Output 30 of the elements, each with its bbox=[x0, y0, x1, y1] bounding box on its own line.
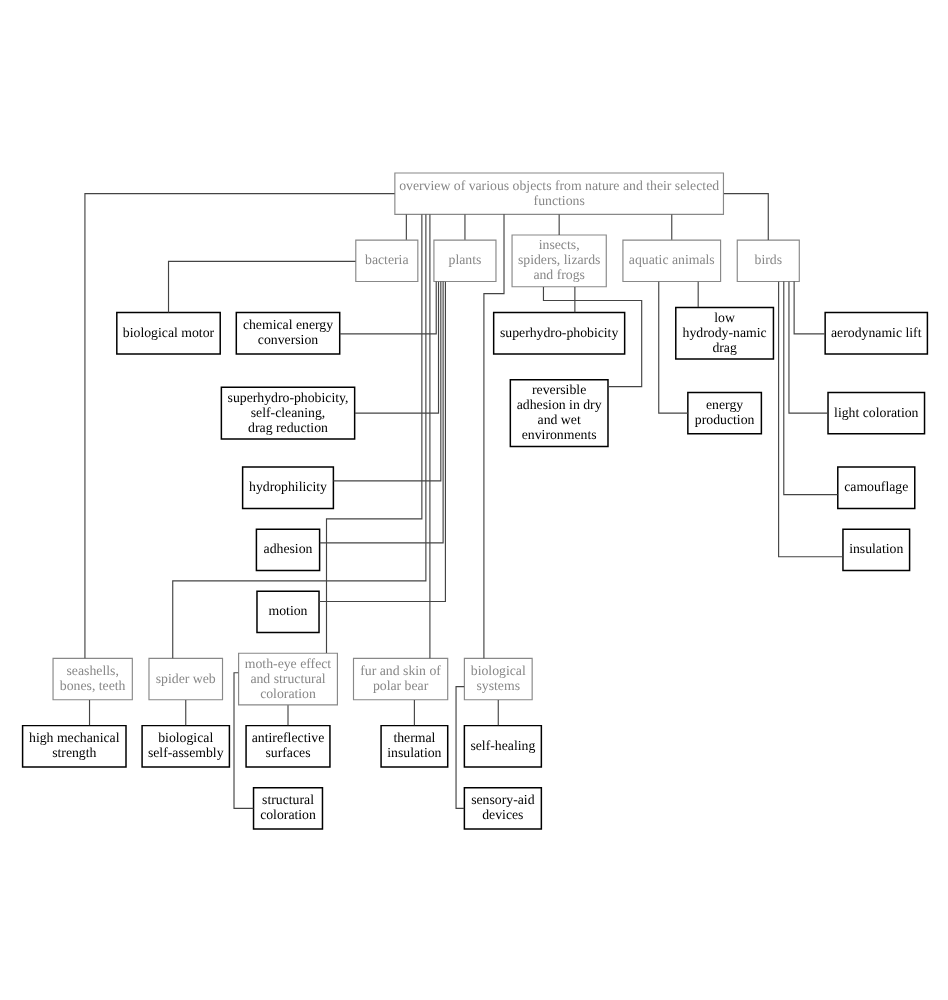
connector bbox=[482, 212, 504, 658]
connector bbox=[557, 212, 559, 235]
connector bbox=[317, 280, 445, 602]
connector bbox=[787, 280, 828, 413]
connector bbox=[428, 212, 430, 658]
connector bbox=[670, 212, 672, 240]
connector bbox=[777, 280, 843, 557]
connector bbox=[338, 280, 436, 334]
connector bbox=[331, 280, 441, 481]
connector bbox=[541, 285, 642, 387]
connector bbox=[657, 280, 688, 413]
connector bbox=[83, 192, 395, 658]
connector bbox=[792, 280, 825, 334]
connector bbox=[722, 192, 768, 240]
connector bbox=[353, 280, 439, 413]
connector bbox=[404, 212, 406, 240]
connector bbox=[324, 212, 422, 653]
connector bbox=[463, 212, 465, 240]
connector bbox=[496, 698, 498, 725]
connector bbox=[184, 698, 186, 725]
connector bbox=[573, 285, 575, 312]
connector bbox=[318, 280, 443, 543]
connector bbox=[286, 703, 288, 725]
connector bbox=[782, 280, 838, 495]
connector bbox=[412, 698, 414, 725]
connector bbox=[454, 685, 464, 808]
connector bbox=[696, 280, 698, 307]
connector bbox=[87, 698, 90, 725]
connector bbox=[166, 259, 356, 313]
connector bbox=[171, 212, 426, 658]
